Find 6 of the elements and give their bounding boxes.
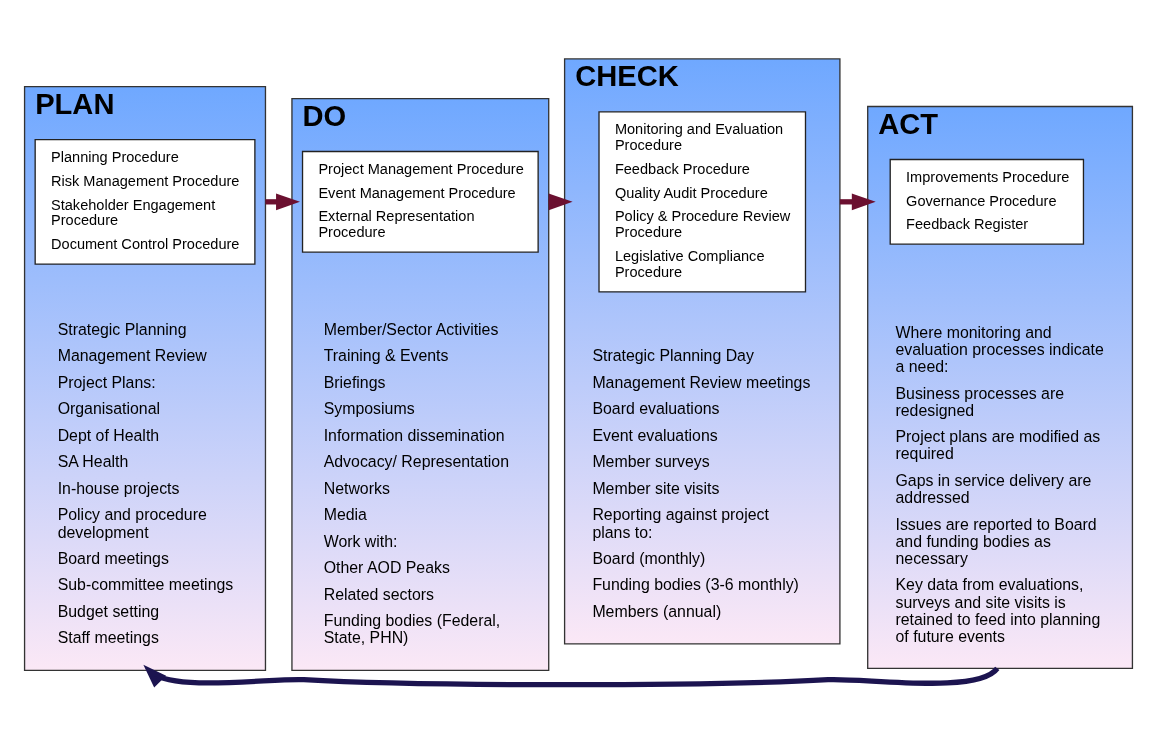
- node-box: Project Management Procedure Event Management Procedure External Representation Procedure: [301, 150, 539, 253]
- arrow: [143, 664, 999, 688]
- node-box: Monitoring and Evaluation Procedure Feedback Procedure Quality Audit Procedure Policy & Procedure Review Procedure Legislative Compliance Procedure: [598, 111, 807, 293]
- node-box: Improvements Procedure Governance Procedure Feedback Register: [889, 158, 1085, 245]
- arrow: [265, 193, 300, 211]
- node-box: Planning Procedure Risk Management Procedure Stakeholder Engagement Procedure Document Control Procedure: [34, 138, 256, 265]
